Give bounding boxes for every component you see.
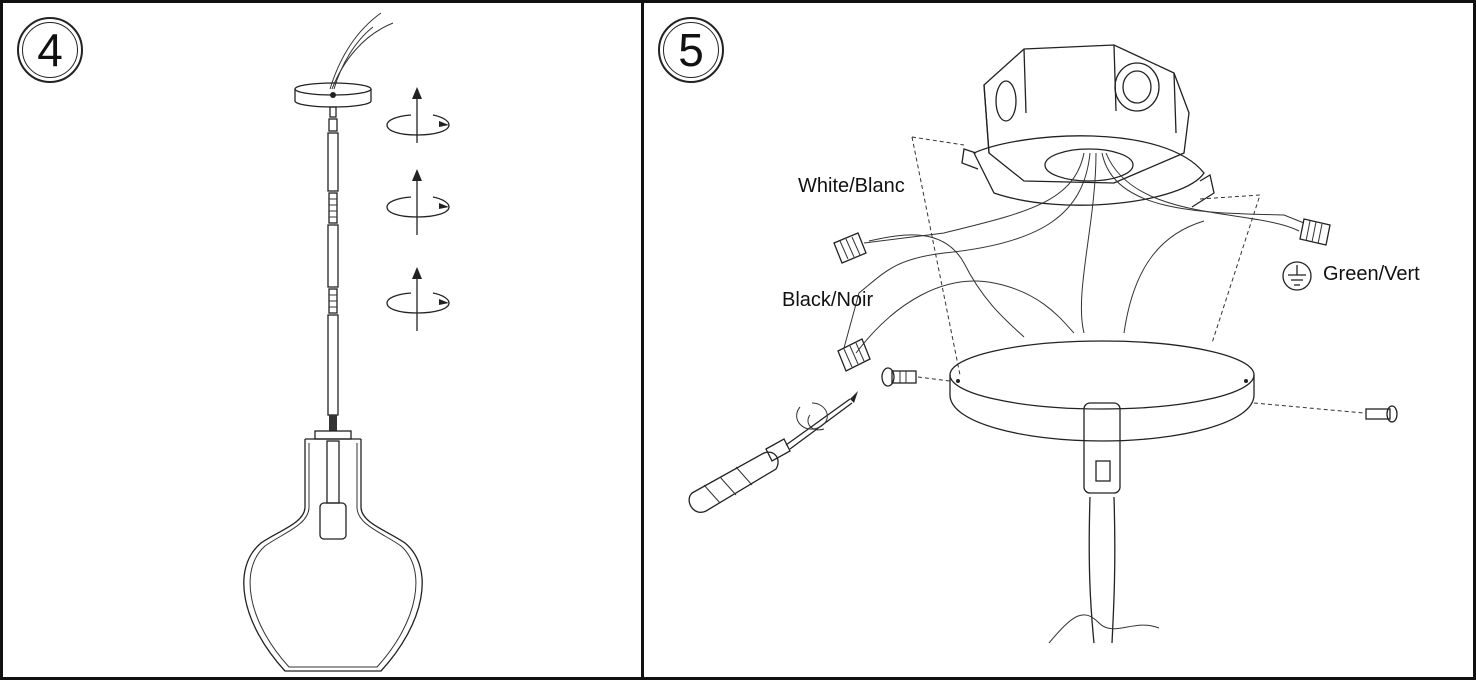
black-wire-label: Black/Noir	[782, 289, 874, 311]
rod-segment-3	[327, 314, 339, 431]
screwdriver-icon	[688, 391, 858, 513]
supply-wires	[329, 12, 394, 90]
step-4-badge: 4	[17, 17, 83, 83]
wire-nut-green	[1299, 218, 1331, 246]
white-wire-label: White/Blanc	[798, 175, 905, 197]
wire-nut-white	[833, 232, 867, 264]
step-4-panel: 4	[0, 0, 644, 680]
screw-left	[881, 367, 951, 387]
ground-icon	[1282, 261, 1312, 291]
lamp-socket	[319, 440, 347, 540]
mounting-plate-outline	[911, 136, 1261, 376]
wiring-illustration	[688, 44, 1398, 644]
pendant-assembly-illustration	[243, 12, 450, 672]
canopy-hook	[328, 106, 338, 132]
step-5-panel: 5	[641, 0, 1476, 680]
stem-rod	[1048, 402, 1160, 644]
shade-fitter	[305, 430, 361, 440]
rod-segment-2	[327, 224, 339, 288]
wires	[843, 152, 1305, 354]
rotate-arrow-icon	[386, 267, 450, 331]
screw-right	[1253, 402, 1398, 423]
green-wire-label: Green/Vert	[1323, 263, 1420, 285]
rotate-arrow-icon	[386, 87, 450, 143]
junction-box	[961, 44, 1215, 208]
rotate-arrow-icon	[386, 169, 450, 235]
rod-connector-1	[328, 192, 338, 224]
step-5-badge: 5	[658, 17, 724, 83]
canopy-plate	[949, 340, 1255, 442]
rod-segment-1	[327, 132, 339, 192]
rod-connector-2	[328, 288, 338, 314]
glass-shade	[243, 439, 423, 672]
wire-nut-black	[837, 338, 871, 372]
